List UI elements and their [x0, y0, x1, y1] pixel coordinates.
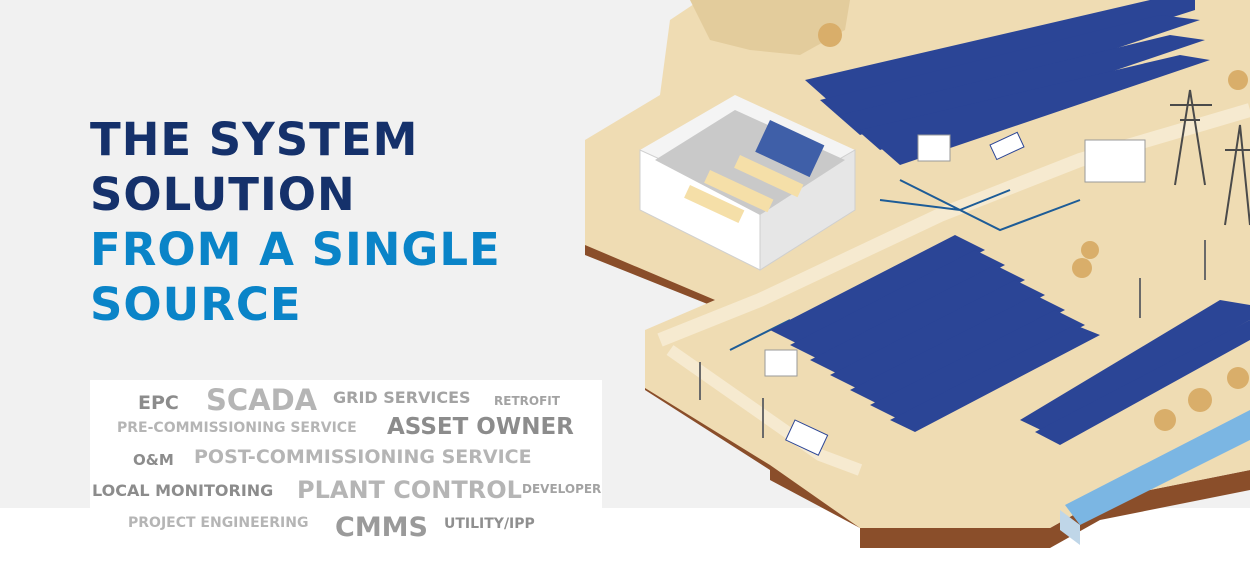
tag-plant-control: PLANT CONTROL [297, 476, 522, 504]
headline-line-3: FROM A SINGLE [90, 223, 501, 276]
tag-cmms: CMMS [335, 512, 428, 543]
tag-om: O&M [133, 451, 174, 469]
headline-line-2: SOLUTION [90, 168, 356, 221]
tag-post-commissioning: POST-COMMISSIONING SERVICE [194, 446, 532, 468]
headline-line-1: THE SYSTEM [90, 113, 419, 166]
desert-shrubs [818, 23, 1249, 431]
tag-local-monitoring: LOCAL MONITORING [92, 481, 274, 500]
service-word-cloud: EPC SCADA GRID SERVICES RETROFIT PRE-COM… [90, 380, 602, 508]
tag-asset-owner: ASSET OWNER [387, 414, 574, 440]
solar-field-north [805, 0, 1210, 165]
tag-grid-services: GRID SERVICES [333, 388, 471, 407]
road-lower [666, 345, 863, 476]
tag-retrofit: RETROFIT [494, 394, 560, 408]
transformer-box [764, 349, 798, 377]
solar-field-east [1020, 300, 1250, 445]
control-room [639, 95, 856, 271]
tag-project-engineering: PROJECT ENGINEERING [128, 515, 309, 531]
service-van [785, 419, 829, 456]
solar-plant-illustration [585, 0, 1250, 548]
tag-scada: SCADA [206, 383, 318, 417]
inverter-station [917, 134, 951, 162]
tag-pre-commissioning: PRE-COMMISSIONING SERVICE [117, 420, 357, 436]
tag-developer: DEVELOPER [522, 482, 602, 496]
canal-wall [1060, 510, 1080, 545]
transmission-towers [1170, 89, 1250, 226]
substation-building [1084, 139, 1146, 183]
water-canal [1065, 410, 1250, 525]
tag-utility-ipp: UTILITY/IPP [444, 516, 535, 532]
street-lamps [699, 240, 1206, 438]
headline-line-4: SOURCE [90, 278, 302, 331]
tag-epc: EPC [138, 392, 179, 414]
solar-field-central [770, 235, 1100, 432]
hero-headline: THE SYSTEM SOLUTION FROM A SINGLE SOURCE [90, 112, 501, 332]
service-car [989, 131, 1025, 161]
rock-formation [690, 0, 850, 55]
